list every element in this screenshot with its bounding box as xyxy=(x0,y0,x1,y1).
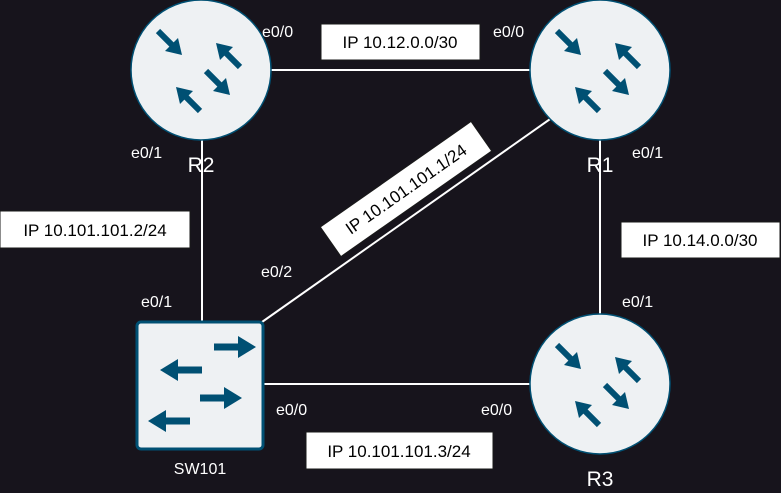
subnet-box-sw101-r1: IP 10.101.101.1/24 xyxy=(319,120,493,258)
router-r3[interactable] xyxy=(530,314,670,454)
subnet-box-sw101-r3: IP 10.101.101.3/24 xyxy=(305,431,494,470)
node-label-r3: R3 xyxy=(587,468,614,491)
subnet-label: IP 10.12.0.0/30 xyxy=(342,33,457,52)
port-label: e0/0 xyxy=(481,402,512,419)
node-label-sw101: SW101 xyxy=(174,461,227,478)
router-icon xyxy=(131,0,271,140)
router-r2[interactable] xyxy=(131,0,271,140)
router-icon xyxy=(530,0,670,140)
subnet-label: IP 10.101.101.3/24 xyxy=(327,442,470,461)
router-r1[interactable] xyxy=(530,0,670,140)
port-label: e0/0 xyxy=(276,402,307,419)
switch-sw101[interactable] xyxy=(135,320,265,451)
node-label-r1: R1 xyxy=(587,154,614,177)
subnet-label: IP 10.14.0.0/30 xyxy=(642,231,757,250)
port-label: e0/1 xyxy=(141,294,172,311)
port-label: e0/1 xyxy=(632,145,663,162)
subnet-box-r2-sw101: IP 10.101.101.2/24 xyxy=(0,210,191,249)
subnet-box-r1-r3: IP 10.14.0.0/30 xyxy=(620,221,781,259)
subnet-box-r2-r1: IP 10.12.0.0/30 xyxy=(320,23,481,61)
link-sw101-r1 xyxy=(261,116,554,323)
port-label: e0/1 xyxy=(131,145,162,162)
port-label: e0/2 xyxy=(261,264,292,281)
subnet-label: IP 10.101.101.2/24 xyxy=(23,221,166,240)
port-label: e0/0 xyxy=(493,24,524,41)
switch-icon xyxy=(135,320,265,451)
port-label: e0/1 xyxy=(622,294,653,311)
router-icon xyxy=(530,314,670,454)
node-label-r2: R2 xyxy=(188,154,215,177)
port-label: e0/0 xyxy=(262,24,293,41)
